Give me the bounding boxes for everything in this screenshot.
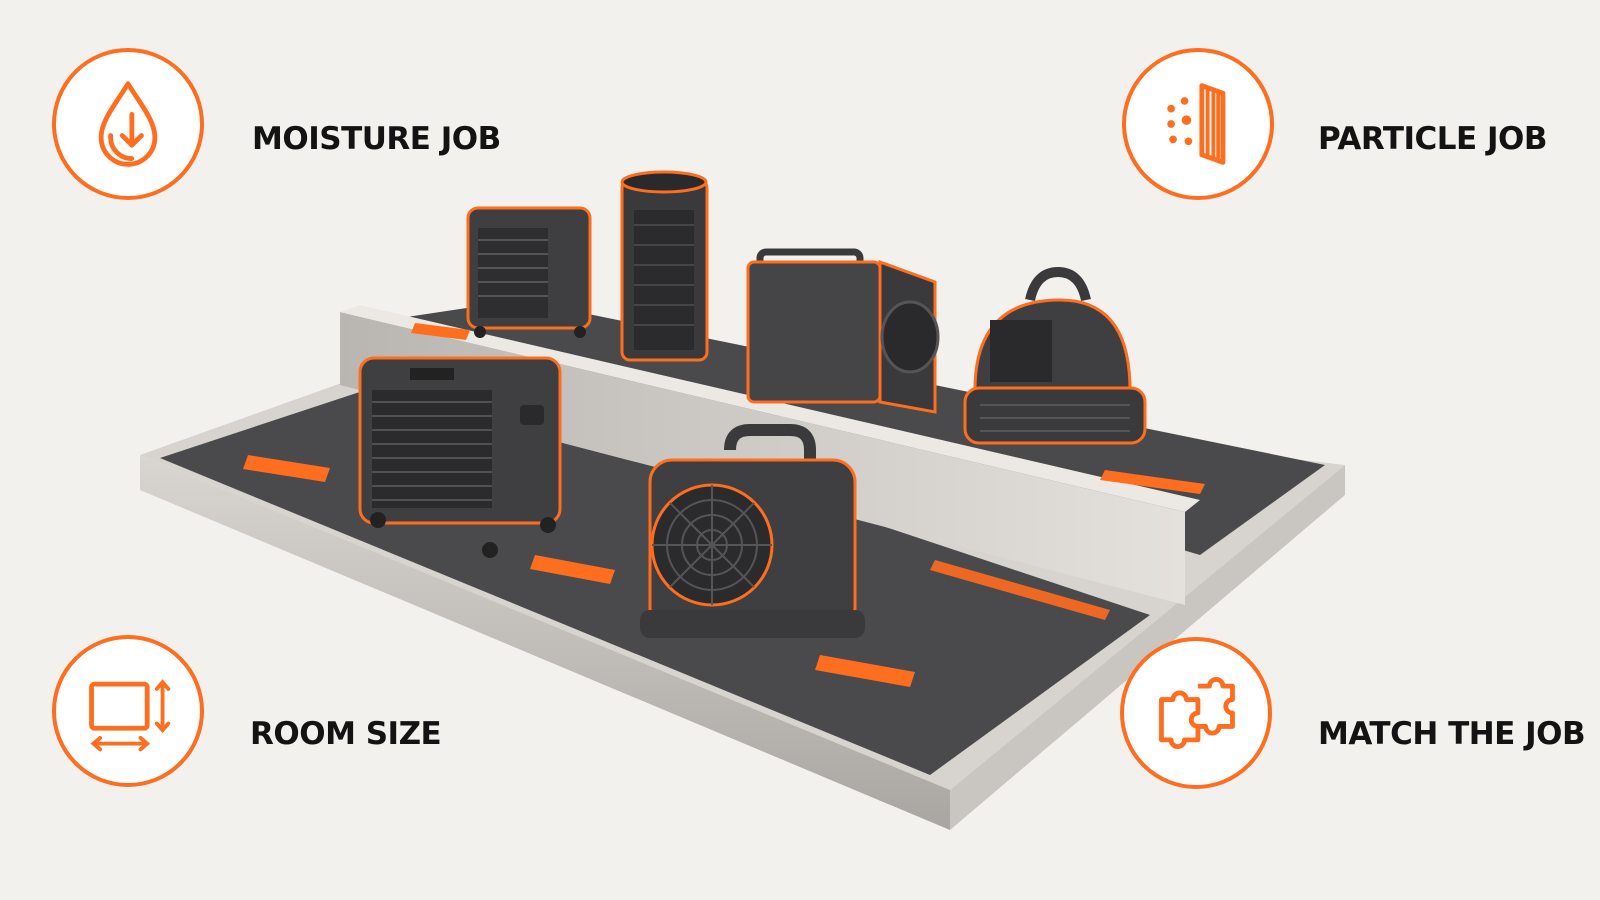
air-mover (963, 266, 1147, 445)
dehumidifier-small (466, 206, 592, 338)
air-scrubber-cylinder (620, 170, 709, 362)
air-scrubber-box (746, 248, 940, 414)
moisture-job-label: MOISTURE JOB (252, 121, 501, 157)
dehumidifier-large (358, 356, 562, 558)
particle-job-label: PARTICLE JOB (1318, 121, 1548, 157)
room-size-badge (52, 635, 204, 787)
room-dimensions-icon (89, 679, 171, 752)
moisture-job-badge (52, 48, 204, 200)
water-drop-down-arrow-icon (98, 81, 158, 167)
particle-job-badge (1122, 48, 1274, 200)
match-the-job-badge (1120, 637, 1272, 789)
puzzle-pieces-icon (1159, 677, 1235, 749)
filter-particles-icon (1167, 83, 1226, 165)
axial-fan (640, 424, 865, 638)
room-size-label: ROOM SIZE (250, 716, 442, 752)
match-the-job-label: MATCH THE JOB (1318, 716, 1586, 752)
